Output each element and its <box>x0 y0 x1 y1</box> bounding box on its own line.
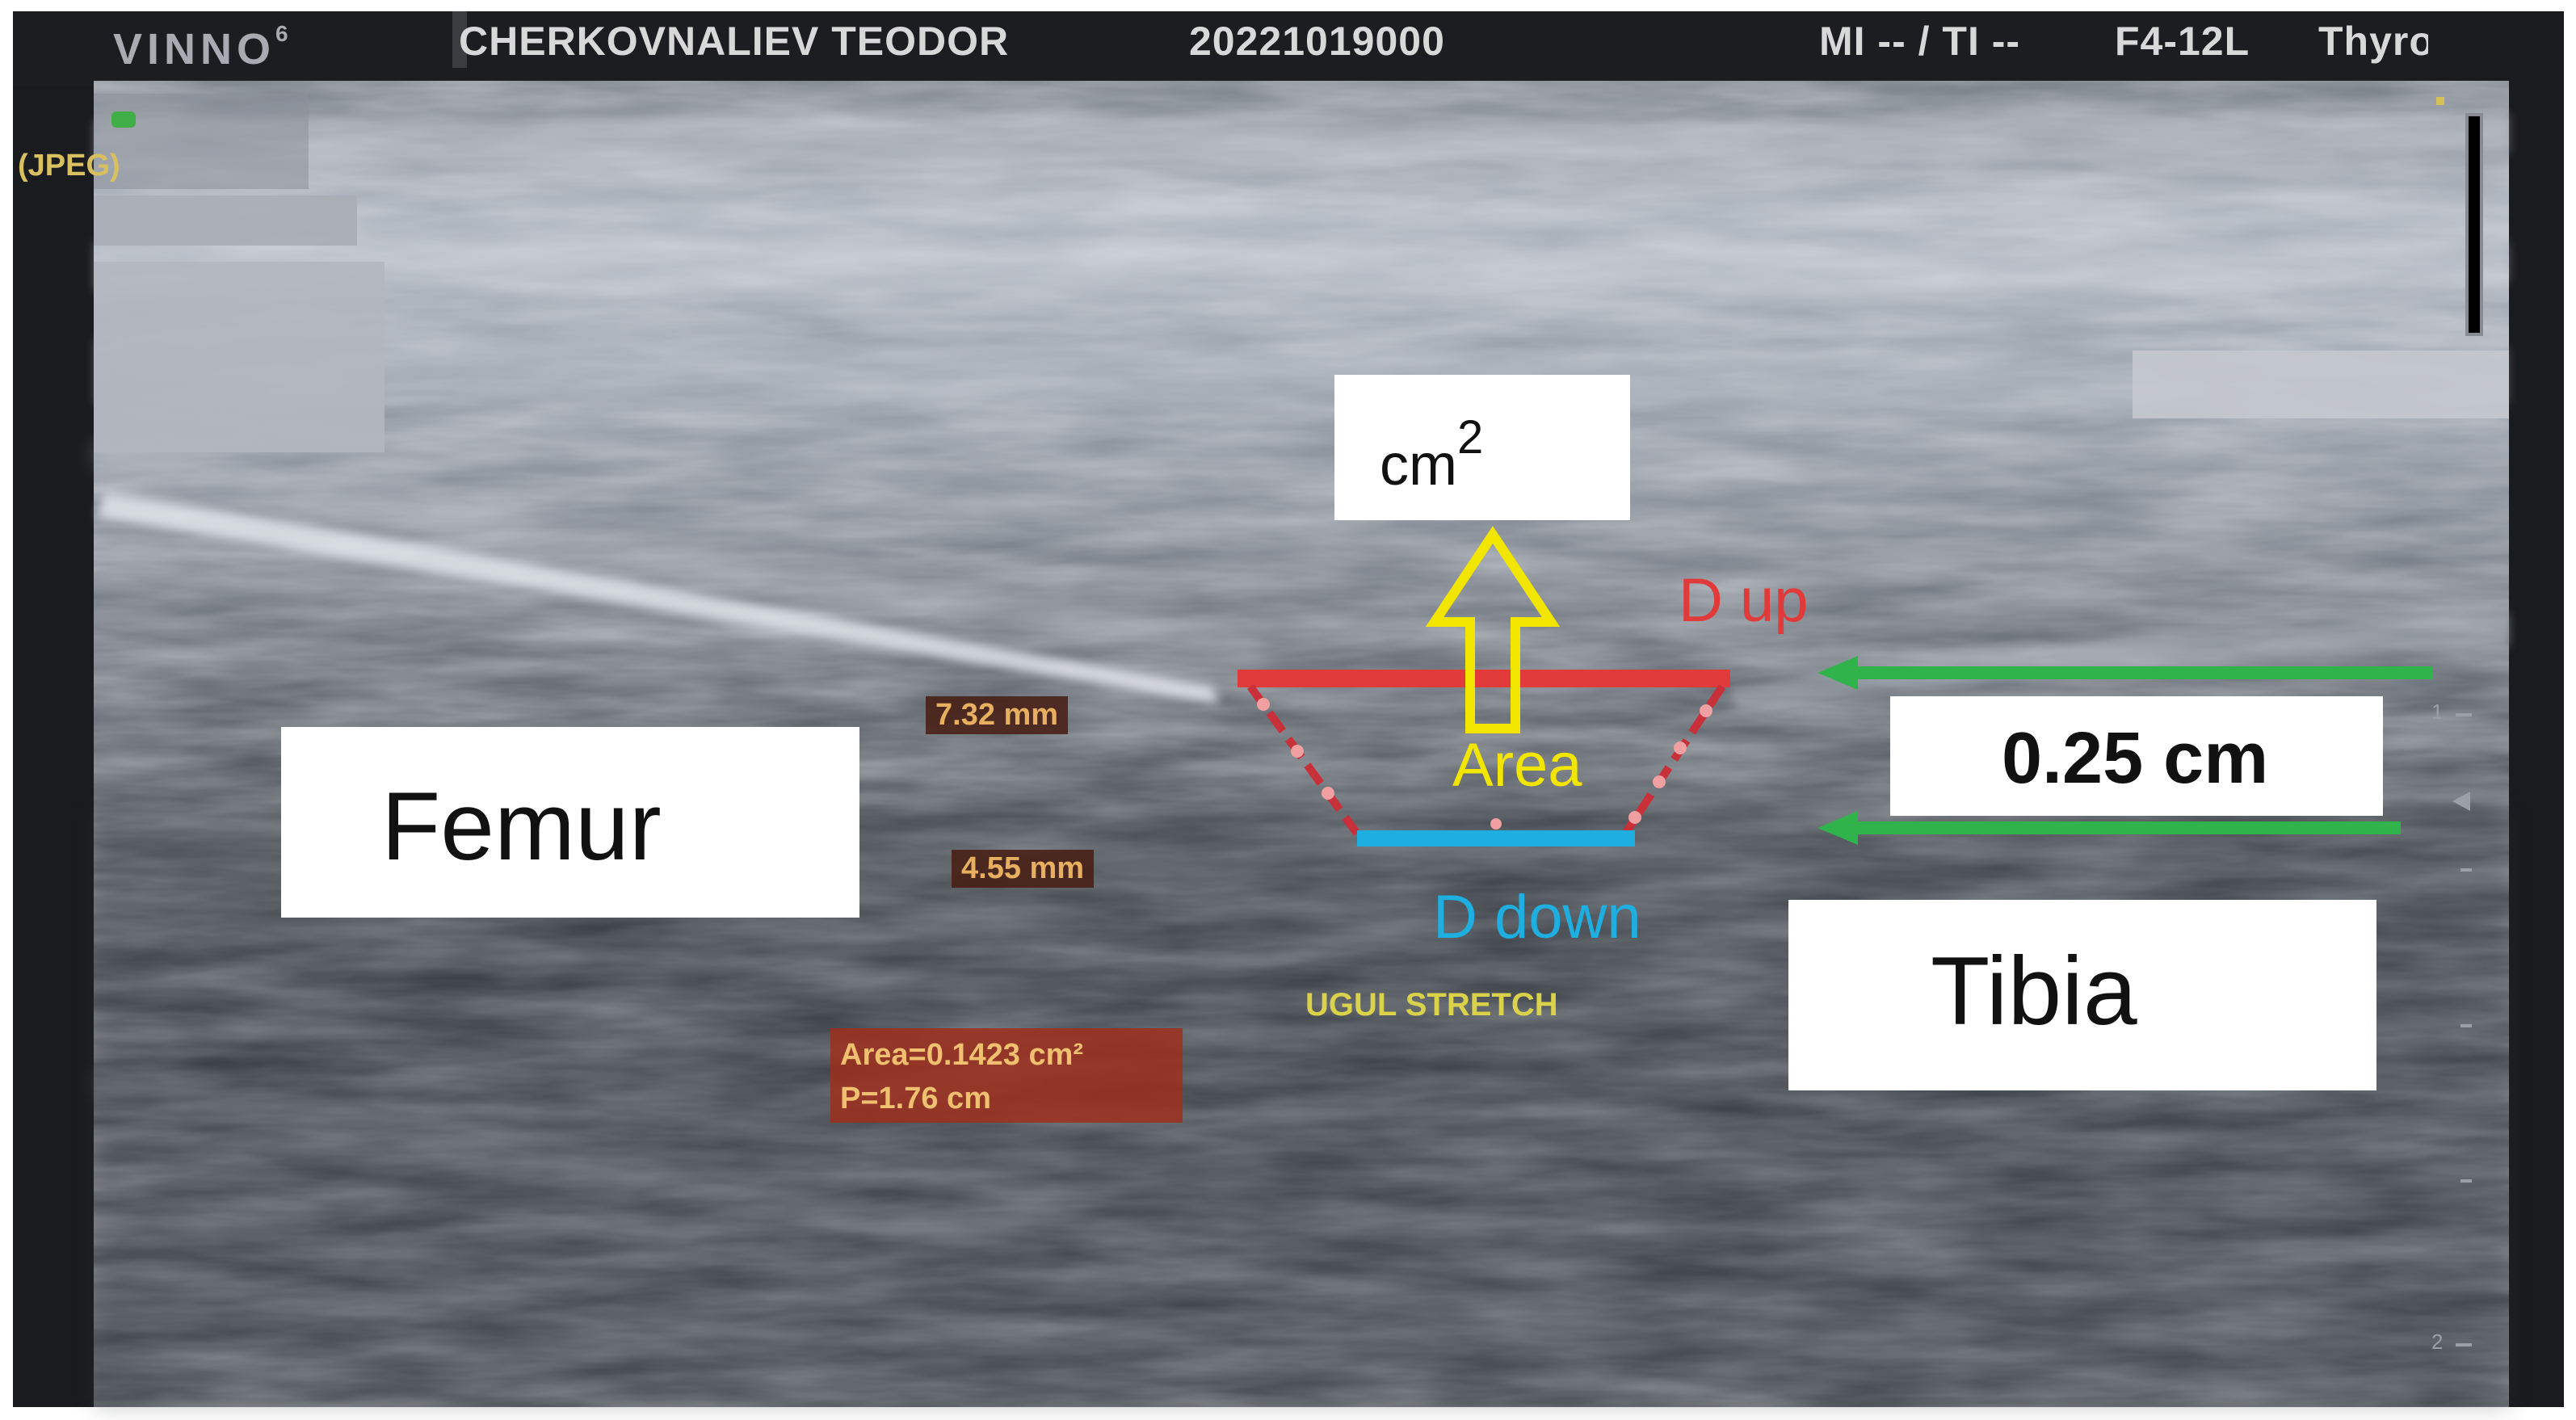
d-down-label: D down <box>1433 883 1641 952</box>
tibia-label-box: Tibia <box>1788 900 2376 1090</box>
depth-tick-label: 2 <box>2431 1330 2444 1354</box>
trapezoid-sides <box>1246 684 1726 836</box>
thickness-arrows <box>1817 656 2433 845</box>
patient-name: CHERKOVNALIEV TEODOR <box>459 19 1010 64</box>
depth-tick-label: 1 <box>2431 699 2444 724</box>
depth-zero-marker <box>2436 97 2444 105</box>
header-bar <box>13 11 2430 86</box>
preset-caption: UGUL STRETCH <box>1305 987 1558 1023</box>
d-up-label: D up <box>1679 566 1809 635</box>
redaction-patch <box>94 262 385 452</box>
brand-logo: VINNO6 <box>113 21 288 74</box>
probe-name: F4-12L <box>2115 19 2250 64</box>
unit-label-box: cm2 <box>1334 375 1630 520</box>
status-icon <box>111 111 136 128</box>
preset-name: Thyro <box>2318 19 2428 64</box>
perimeter-readout: P=1.76 cm <box>840 1082 991 1115</box>
area-perimeter-readout: Area=0.1423 cm² P=1.76 cm <box>830 1028 1183 1123</box>
patient-id: 20221019000 <box>1189 19 1445 64</box>
redaction-patch <box>94 195 357 246</box>
measurement-readout-1: 7.32 mm <box>926 696 1069 734</box>
unit-exponent: 2 <box>1456 411 1484 464</box>
depth-scale <box>2456 713 2472 1346</box>
redaction-patch <box>2133 351 2509 418</box>
redaction-patch <box>94 94 309 189</box>
tibia-label: Tibia <box>1931 937 2137 1045</box>
area-readout: Area=0.1423 cm² <box>840 1038 1084 1072</box>
femur-label: Femur <box>381 772 662 880</box>
femur-label-box: Femur <box>281 727 859 918</box>
focus-marker <box>2452 792 2470 811</box>
mechanical-thermal-index: MI -- / TI -- <box>1819 19 2021 64</box>
unit-label: cm <box>1380 433 1457 498</box>
format-tag: (JPEG) <box>18 149 120 183</box>
thickness-label: 0.25 cm <box>2002 718 2269 799</box>
grayscale-bar-fill <box>2469 116 2480 333</box>
thickness-label-box: 0.25 cm <box>1890 696 2383 816</box>
measurement-readout-2: 4.55 mm <box>952 850 1095 888</box>
trapezoid-points <box>1257 698 1712 830</box>
area-arrow <box>1425 526 1561 733</box>
header-separator <box>452 11 467 68</box>
area-label: Area <box>1452 731 1582 800</box>
